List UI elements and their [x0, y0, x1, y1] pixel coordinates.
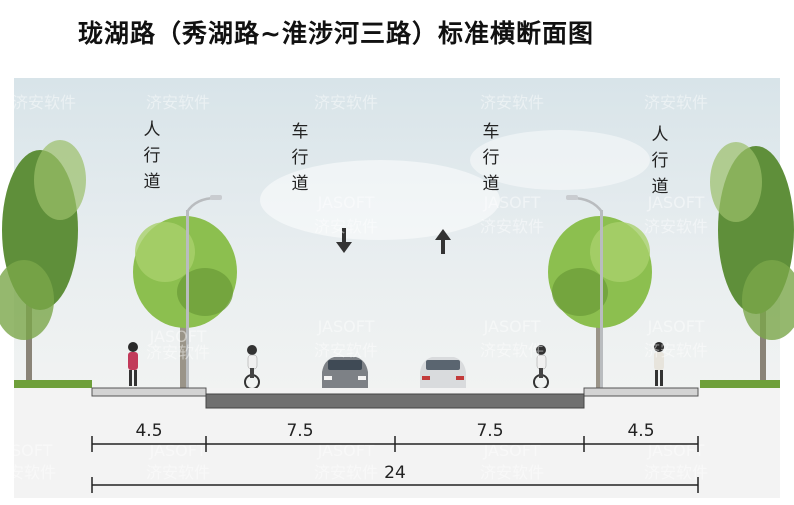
watermark-cn: 济安软件 [644, 217, 708, 236]
carriageway-pavement [205, 393, 585, 409]
watermark-cn: 济安软件 [644, 463, 708, 482]
left-edge-tree [0, 140, 86, 388]
watermark-cn: 济安软件 [644, 93, 708, 112]
watermark-cn: 济安软件 [0, 463, 56, 482]
watermark-cn: 济安软件 [146, 343, 210, 362]
watermark-cn: 济安软件 [146, 93, 210, 112]
watermark-cn: 济安软件 [480, 463, 544, 482]
total-dimension-line [91, 477, 699, 493]
left-grass-strip [14, 380, 92, 388]
watermark-en: JASOFT [483, 317, 541, 336]
watermark-cn: 济安软件 [480, 341, 544, 360]
right-sidewalk-label: 人行道 [652, 125, 669, 197]
watermark-en: JASOFT [483, 441, 541, 460]
watermark-en: JASOFT [149, 327, 207, 346]
dim-left-sidewalk: 4.5 [135, 421, 162, 441]
right-pedestrian-icon [654, 342, 664, 386]
right-street-lamp [566, 195, 604, 388]
right-edge-tree [710, 142, 794, 388]
left-sidewalk-slab [91, 387, 207, 397]
lane-labels: 人行道 车行道 车行道 人行道 [144, 120, 669, 197]
watermark-cn: 济安软件 [314, 93, 378, 112]
segment-dimension-line [91, 436, 699, 452]
up-arrow-icon [435, 229, 451, 254]
watermark-en: JASOFT [0, 441, 53, 460]
watermark-cn: 济安软件 [314, 341, 378, 360]
watermark-en: JASOFT [647, 441, 705, 460]
page-title: 珑湖路（秀湖路~淮涉河三路）标准横断面图 [78, 19, 594, 48]
left-cyclist-icon [244, 345, 260, 390]
dim-total: 24 [384, 463, 406, 483]
watermark-en: JASOFT [317, 193, 375, 212]
watermark-cn: 济安软件 [146, 463, 210, 482]
down-arrow-icon [336, 228, 352, 253]
watermark-cn: 济安软件 [314, 217, 378, 236]
dim-right-carriageway: 7.5 [476, 421, 503, 441]
left-street-lamp [185, 195, 222, 388]
cloud [260, 160, 500, 240]
left-street-tree [133, 216, 237, 388]
dim-left-carriageway: 7.5 [286, 421, 313, 441]
watermark-cn: 济安软件 [314, 463, 378, 482]
left-carriageway-label: 车行道 [292, 122, 309, 194]
right-sidewalk-slab [583, 387, 699, 397]
watermark-en: JASOFT [647, 193, 705, 212]
right-cyclist-icon [533, 345, 549, 390]
right-grass-strip [700, 380, 780, 388]
watermark-en: JASOFT [149, 441, 207, 460]
watermark-cn: 济安软件 [480, 93, 544, 112]
watermark-en: JASOFT [317, 317, 375, 336]
left-pedestrian-icon [128, 342, 138, 386]
dim-right-sidewalk: 4.5 [627, 421, 654, 441]
watermark-cn: 济安软件 [12, 93, 76, 112]
watermark-en: JASOFT [647, 317, 705, 336]
watermark-cn: 济安软件 [480, 217, 544, 236]
watermark-en: JASOFT [317, 441, 375, 460]
left-sidewalk-label: 人行道 [144, 120, 161, 192]
cloud [470, 130, 650, 190]
watermark-cn: 济安软件 [644, 341, 708, 360]
watermark-en: JASOFT [483, 193, 541, 212]
right-carriageway-label: 车行道 [483, 122, 500, 194]
